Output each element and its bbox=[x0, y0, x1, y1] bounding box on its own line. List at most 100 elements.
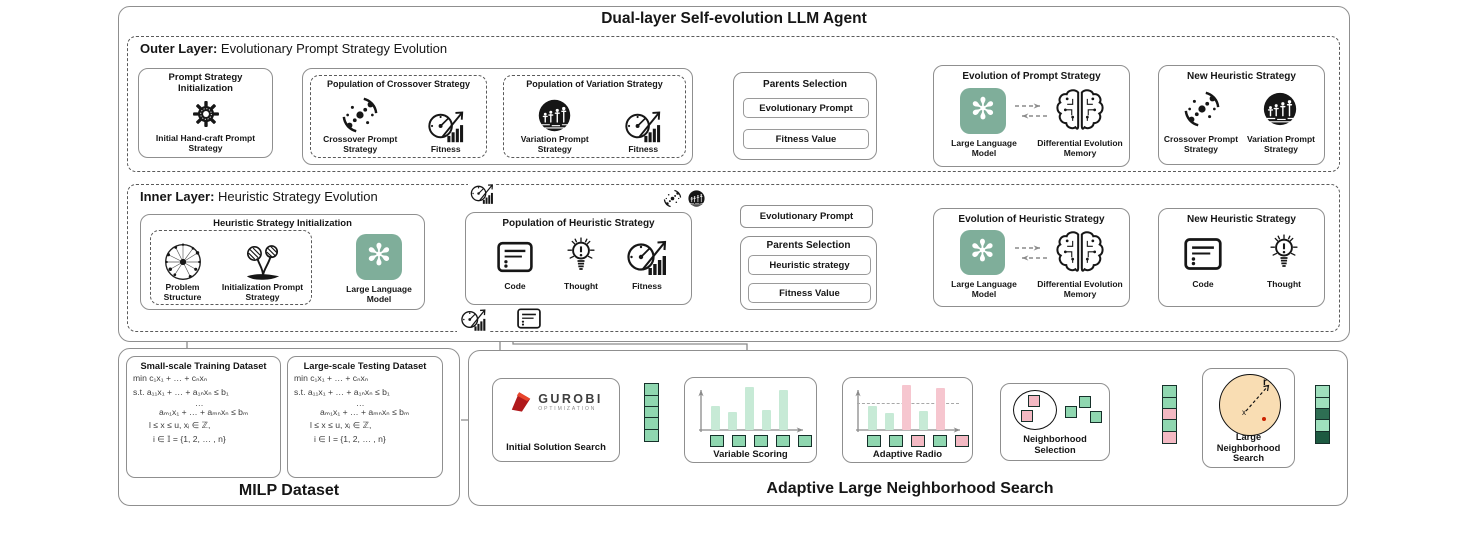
variable-square bbox=[732, 435, 746, 447]
icon-label: Fitness bbox=[632, 281, 662, 291]
crossover-strategy-icon bbox=[1183, 90, 1221, 128]
chart-bar bbox=[711, 406, 720, 430]
box-title: Population of Variation Strategy bbox=[526, 79, 663, 89]
variable-square bbox=[911, 435, 925, 447]
chart-bar bbox=[919, 411, 928, 430]
inner-layer-label: Inner Layer: Heuristic Strategy Evolutio… bbox=[140, 189, 378, 204]
box-caption: Adaptive Radio bbox=[872, 449, 943, 460]
formula-line: min c₁x₁ + … + cₙxₙ bbox=[133, 372, 208, 383]
bidirectional-dashed-arrows bbox=[1015, 245, 1047, 261]
score-bars bbox=[711, 386, 788, 430]
variable-squares bbox=[867, 435, 969, 447]
variation-strategy-icon bbox=[536, 97, 573, 134]
chart-bar bbox=[902, 385, 911, 430]
problem-structure-icon bbox=[163, 242, 203, 282]
formula-line: i ∈ I = {1, 2, … , n} bbox=[314, 434, 386, 445]
radius-label: r bbox=[1263, 377, 1267, 388]
outer-layer-label: Outer Layer: Evolutionary Prompt Strateg… bbox=[140, 41, 448, 56]
code-icon bbox=[1183, 235, 1223, 273]
formula-line: l ≤ x ≤ u, xᵢ ∈ ℤ, bbox=[310, 420, 372, 431]
dataset-title: Small-scale Training Dataset bbox=[140, 361, 267, 371]
variable-square bbox=[955, 435, 969, 447]
dataset-title: Large-scale Testing Dataset bbox=[303, 361, 427, 371]
box-title: Heuristic Strategy Initialization bbox=[213, 218, 352, 229]
prompt-strategy-initialization-box: Prompt Strategy Initialization Initial H… bbox=[138, 68, 273, 158]
brain-memory-icon bbox=[1054, 228, 1106, 272]
variable-square bbox=[1162, 430, 1177, 444]
milp-dataset-label: MILP Dataset bbox=[238, 482, 340, 499]
gear-icon bbox=[192, 100, 220, 128]
chart-axes bbox=[855, 389, 961, 433]
box-title: Parents Selection bbox=[763, 79, 847, 90]
code-icon bbox=[515, 306, 543, 331]
chart-bar bbox=[779, 390, 788, 430]
gurobi-brand-subtext: OPTIMIZATION bbox=[538, 405, 597, 412]
box-caption: Initial Solution Search bbox=[506, 442, 606, 454]
icon-label: Crossover Prompt Strategy bbox=[1163, 134, 1239, 155]
solution-vector-stack bbox=[644, 383, 659, 442]
radio-bars bbox=[868, 384, 945, 430]
icon-label: Variation Prompt Strategy bbox=[1246, 134, 1315, 155]
chart-bar bbox=[728, 412, 737, 430]
formula-line: s.t. a₁₁x₁ + … + a₁ₙxₙ ≤ b₁ bbox=[294, 386, 390, 397]
formula-line: s.t. a₁₁x₁ + … + a₁ₙxₙ ≤ b₁ bbox=[133, 386, 229, 397]
new-heuristic-strategy-inner-box: New Heuristic Strategy Code Thought bbox=[1158, 208, 1325, 307]
fitness-icon bbox=[457, 306, 489, 333]
fitness-icon bbox=[425, 108, 467, 144]
llm-icon: ✻ bbox=[356, 234, 402, 280]
population-of-variation-strategy-box: Population of Variation Strategy Variati… bbox=[503, 75, 686, 158]
fitness-icon bbox=[624, 237, 670, 277]
llm-label: Large Language Model bbox=[346, 284, 412, 305]
icon-label: Thought bbox=[564, 281, 598, 291]
small-scale-training-dataset-box: Small-scale Training Dataset min c₁x₁ + … bbox=[126, 356, 281, 478]
variable-square bbox=[1079, 396, 1091, 408]
llm-icon: ✻ bbox=[960, 230, 1005, 275]
thought-bulb-icon bbox=[566, 235, 596, 277]
box-caption: Variable Scoring bbox=[713, 449, 788, 460]
box-caption: Neighborhood Selection bbox=[1023, 433, 1087, 455]
icon-label: Crossover Prompt Strategy bbox=[323, 133, 398, 154]
search-radius-circle bbox=[1219, 374, 1281, 436]
fitness-icon bbox=[622, 108, 664, 144]
variable-square bbox=[798, 435, 812, 447]
variable-square bbox=[1315, 430, 1330, 444]
icon-label: Fitness bbox=[430, 143, 461, 154]
formula-line: aₘ₁x₁ + … + aₘₙxₙ ≤ bₘ bbox=[320, 406, 410, 417]
evolutionary-prompt-option: Evolutionary Prompt bbox=[743, 98, 869, 118]
icon-label: Thought bbox=[1267, 279, 1301, 289]
thought-bulb-icon bbox=[1269, 231, 1299, 275]
variable-square bbox=[889, 435, 903, 447]
icon-label: Fitness bbox=[628, 143, 659, 154]
population-of-crossover-strategy-box: Population of Crossover Strategy Crossov… bbox=[310, 75, 487, 158]
box-title: Prompt Strategy Initialization bbox=[168, 72, 243, 94]
variable-squares bbox=[710, 435, 812, 447]
formula-line: min c₁x₁ + … + cₙxₙ bbox=[294, 372, 369, 383]
evolution-of-prompt-strategy-box: Evolution of Prompt Strategy ✻ Large Lan… bbox=[933, 65, 1130, 167]
variation-strategy-icon bbox=[1261, 90, 1299, 128]
chart-axes bbox=[698, 389, 804, 433]
initialization-prompt-strategy-icon bbox=[240, 244, 286, 282]
neighborhood-circle bbox=[1013, 390, 1057, 430]
parents-selection-inner-box: Parents Selection Heuristic strategy Fit… bbox=[740, 236, 877, 310]
variable-square bbox=[644, 428, 659, 442]
llm-label: Large Language Model bbox=[951, 138, 1017, 159]
chart-bar bbox=[868, 406, 877, 430]
crossover-strategy-icon bbox=[341, 96, 379, 134]
evolutionary-prompt-label: Evolutionary Prompt bbox=[759, 211, 854, 222]
formula-line: l ≤ x ≤ u, xᵢ ∈ ℤ, bbox=[149, 420, 211, 431]
alns-label: Adaptive Large Neighborhood Search bbox=[766, 480, 1054, 497]
evolution-of-heuristic-strategy-box: Evolution of Heuristic Strategy ✻ Large … bbox=[933, 208, 1130, 307]
formula-line: … bbox=[356, 397, 365, 408]
icon-label: Problem Structure bbox=[163, 281, 202, 302]
llm-icon: ✻ bbox=[960, 88, 1006, 134]
box-title: Parents Selection bbox=[766, 240, 851, 251]
parents-selection-outer-box: Parents Selection Evolutionary Prompt Fi… bbox=[733, 72, 877, 160]
adaptive-radio-box: Adaptive Radio bbox=[842, 377, 973, 463]
variable-square bbox=[1065, 406, 1077, 418]
population-strategies-container bbox=[302, 68, 693, 165]
box-caption: Large Neighborhood Search bbox=[1216, 431, 1281, 464]
gurobi-brand-text: GUROBI bbox=[538, 391, 603, 406]
variable-square bbox=[933, 435, 947, 447]
variable-square bbox=[1028, 395, 1040, 407]
chart-bar bbox=[936, 388, 945, 430]
